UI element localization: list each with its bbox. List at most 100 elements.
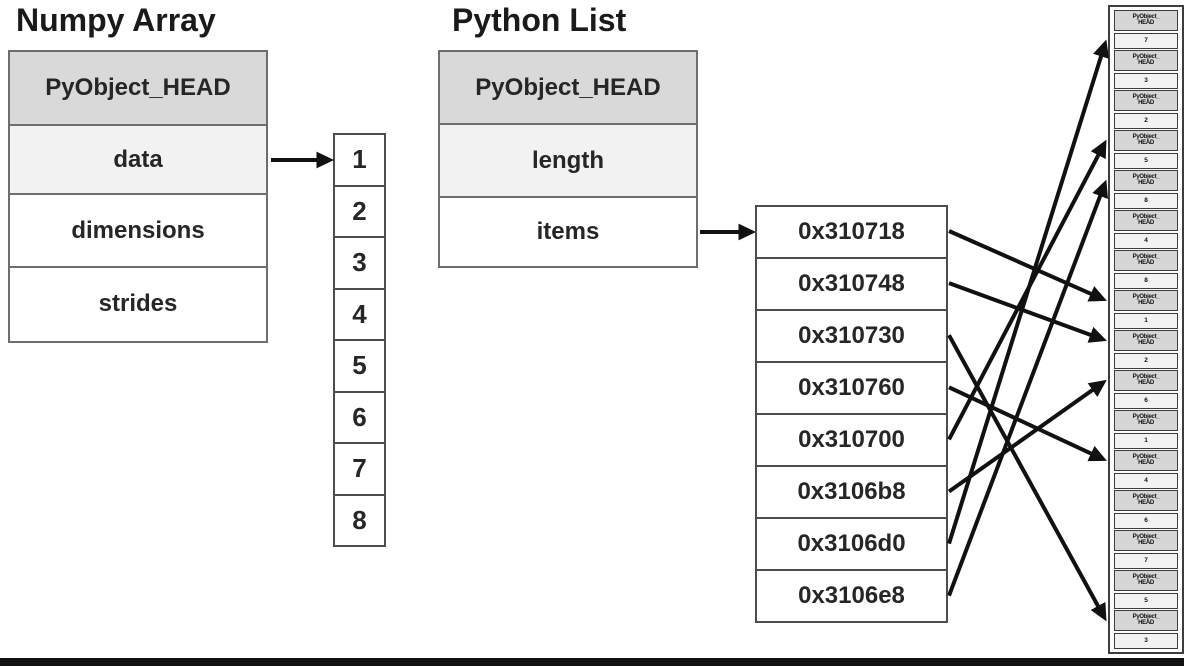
memory-object-value-text: 4 (1144, 236, 1148, 244)
memory-object-header: PyObject_HEAD (1114, 410, 1178, 431)
pointer-address-cell: 0x3106b8 (755, 465, 948, 519)
memory-object-header-text: HEAD (1138, 459, 1154, 466)
memory-object-value: 8 (1114, 272, 1178, 289)
memory-object-value: 8 (1114, 192, 1178, 209)
memory-object-value-text: 7 (1144, 36, 1148, 44)
memory-object-header-text: HEAD (1138, 59, 1154, 66)
memory-object-header-text: HEAD (1138, 139, 1154, 146)
memory-object-header-text: HEAD (1138, 539, 1154, 546)
memory-object-value-text: 8 (1144, 276, 1148, 284)
memory-object-header-text: PyObject_ (1132, 294, 1160, 300)
pointer-arrow-0x310700 (947, 139, 1107, 441)
memory-object-value-text: 6 (1144, 396, 1148, 404)
memory-object-header-text: HEAD (1138, 419, 1154, 426)
memory-object-header: PyObject_HEAD (1114, 210, 1178, 231)
memory-object-value: 1 (1114, 432, 1178, 449)
memory-object-value: 2 (1114, 352, 1178, 369)
memory-object-header: PyObject_HEAD (1114, 530, 1178, 551)
memory-object-header-text: PyObject_ (1132, 414, 1160, 420)
memory-object-header: PyObject_HEAD (1114, 130, 1178, 151)
array-cell: 1 (333, 133, 386, 187)
memory-object-header-text: PyObject_ (1132, 174, 1160, 180)
memory-object-value-text: 2 (1144, 116, 1148, 124)
python-pyobject-head-row: PyObject_HEAD (440, 52, 696, 123)
python-length-row: length (440, 123, 696, 196)
pointer-address-cell: 0x3106e8 (755, 569, 948, 623)
memory-object-header: PyObject_HEAD (1114, 490, 1178, 511)
pointer-arrow-0x3106e8 (947, 179, 1108, 597)
python-struct-box: PyObject_HEAD length items (438, 50, 698, 268)
python-items-row: items (440, 196, 696, 265)
pointer-arrow-0x310760 (948, 385, 1107, 462)
memory-object-header-text: HEAD (1138, 339, 1154, 346)
memory-object-header-text: PyObject_ (1132, 54, 1160, 60)
memory-object-header-text: HEAD (1138, 299, 1154, 306)
memory-object-header: PyObject_HEAD (1114, 170, 1178, 191)
memory-object-value-text: 2 (1144, 356, 1148, 364)
memory-object-header-text: PyObject_ (1132, 14, 1160, 20)
memory-object-value: 7 (1114, 552, 1178, 569)
bottom-border-bar (0, 658, 1184, 666)
memory-object-header-text: PyObject_ (1132, 614, 1160, 620)
array-cell: 7 (333, 442, 386, 496)
memory-object-header: PyObject_HEAD (1114, 450, 1178, 471)
array-cell: 2 (333, 184, 386, 238)
memory-object-header-text: HEAD (1138, 499, 1154, 506)
pointer-address-cell: 0x310718 (755, 205, 948, 259)
pointer-address-cell: 0x310730 (755, 309, 948, 363)
memory-object-header-text: PyObject_ (1132, 134, 1160, 140)
memory-object-value: 4 (1114, 472, 1178, 489)
memory-object-value-text: 1 (1144, 316, 1148, 324)
memory-object-header-text: PyObject_ (1132, 214, 1160, 220)
memory-object-header: PyObject_HEAD (1114, 290, 1178, 311)
memory-object-header-text: PyObject_ (1132, 574, 1160, 580)
pointer-arrow-0x310730 (947, 334, 1107, 622)
memory-object-value-text: 7 (1144, 556, 1148, 564)
array-cell: 4 (333, 287, 386, 341)
memory-object-value-text: 1 (1144, 436, 1148, 444)
python-list-title: Python List (452, 2, 627, 38)
memory-object-value-text: 4 (1144, 476, 1148, 484)
memory-object-header-text: HEAD (1138, 259, 1154, 266)
memory-object-value: 6 (1114, 392, 1178, 409)
memory-object-value: 4 (1114, 232, 1178, 249)
memory-object-value: 2 (1114, 112, 1178, 129)
pointer-address-cell: 0x310760 (755, 361, 948, 415)
array-cell: 5 (333, 339, 386, 393)
memory-object-header-text: PyObject_ (1132, 494, 1160, 500)
memory-object-header-text: PyObject_ (1132, 534, 1160, 540)
pointer-arrow-0x310718 (948, 229, 1107, 302)
memory-object-header: PyObject_HEAD (1114, 370, 1178, 391)
memory-object-header: PyObject_HEAD (1114, 10, 1178, 31)
memory-object-header-text: HEAD (1138, 619, 1154, 626)
memory-object-header: PyObject_HEAD (1114, 250, 1178, 271)
numpy-pyobject-head-row: PyObject_HEAD (10, 52, 266, 124)
memory-object-header-text: HEAD (1138, 179, 1154, 186)
memory-object-header-text: HEAD (1138, 379, 1154, 386)
memory-object-header-text: HEAD (1138, 99, 1154, 106)
memory-object-value: 5 (1114, 592, 1178, 609)
memory-object-value-text: 5 (1144, 596, 1148, 604)
memory-object-header: PyObject_HEAD (1114, 50, 1178, 71)
array-cell: 6 (333, 390, 386, 444)
memory-object-header-text: PyObject_ (1132, 334, 1160, 340)
memory-object-value: 5 (1114, 152, 1178, 169)
memory-object-header-text: HEAD (1138, 579, 1154, 586)
memory-object-header: PyObject_HEAD (1114, 610, 1178, 631)
pointer-arrow-0x3106b8 (947, 379, 1107, 494)
array-cell: 3 (333, 236, 386, 290)
memory-object-header: PyObject_HEAD (1114, 570, 1178, 591)
memory-object-header-text: PyObject_ (1132, 94, 1160, 100)
numpy-data-row: data (10, 124, 266, 193)
numpy-array-title: Numpy Array (16, 2, 216, 38)
memory-object-value-text: 3 (1144, 636, 1148, 644)
memory-object-value: 7 (1114, 32, 1178, 49)
memory-object-value: 6 (1114, 512, 1178, 529)
pointer-address-cell: 0x3106d0 (755, 517, 948, 571)
memory-object-value: 3 (1114, 632, 1178, 649)
array-cell: 8 (333, 493, 386, 547)
